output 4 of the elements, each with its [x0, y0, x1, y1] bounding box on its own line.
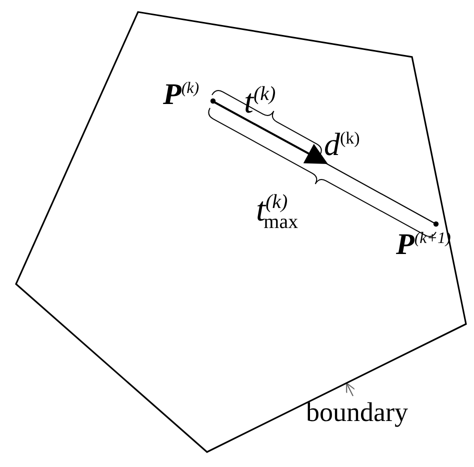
text-label: boundary	[304, 396, 422, 430]
leader-line	[346, 382, 356, 396]
variable-label: d$^{(k)}$	[324, 128, 360, 160]
pentagon-outline	[15, 11, 468, 454]
